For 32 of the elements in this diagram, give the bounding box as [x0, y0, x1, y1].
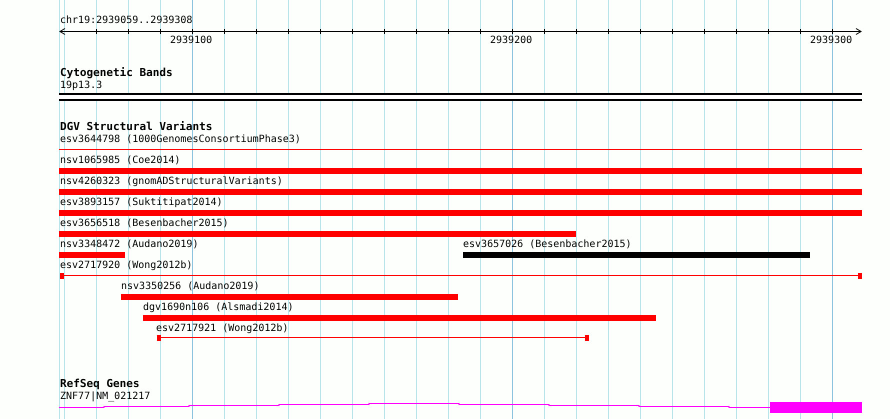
- feature-label: esv3656518 (Besenbacher2015): [60, 218, 230, 229]
- feature-label: dgv1690n106 (Alsmadi2014): [143, 302, 295, 313]
- tick-label: 2939100: [170, 35, 212, 46]
- track-title: DGV Structural Variants: [60, 121, 212, 132]
- feature-label: esv2717921 (Wong2012b): [156, 323, 290, 334]
- feature-label: ZNF77|NM_021217: [60, 391, 152, 402]
- feature-track-row: [121, 281, 458, 300]
- tick-label: 2939200: [490, 35, 532, 46]
- feature-label: esv2717920 (Wong2012b): [60, 260, 194, 271]
- feature-track-row: [59, 134, 862, 150]
- feature-label: esv3657026 (Besenbacher2015): [463, 239, 633, 250]
- feature-track-row: [59, 197, 862, 216]
- feature-track-row: [156, 323, 589, 341]
- feature-label: nsv3348472 (Audano2019): [60, 239, 198, 250]
- feature-track-row: [59, 80, 862, 101]
- tick-label: 2939300: [810, 35, 852, 46]
- feature-label: esv3893157 (Suktitipat2014): [60, 197, 224, 208]
- feature-track-row: [463, 239, 810, 258]
- feature-track-row: [59, 391, 862, 413]
- feature-track-row: [59, 239, 198, 258]
- feature-track-row: [60, 260, 862, 279]
- feature-label: esv3644798 (1000GenomesConsortiumPhase3): [60, 134, 302, 145]
- track-title: Cytogenetic Bands: [60, 67, 173, 78]
- feature-track-row: [59, 218, 576, 237]
- feature-label: nsv4260323 (gnomADStructuralVariants): [60, 176, 284, 187]
- feature-track-row: [59, 155, 862, 174]
- feature-label: 19p13.3: [60, 80, 104, 91]
- feature-label: nsv3350256 (Audano2019): [121, 281, 260, 292]
- feature-track-row: [59, 176, 862, 195]
- feature-label: nsv1065985 (Coe2014): [60, 155, 182, 166]
- feature-track-row: [143, 302, 656, 321]
- coordinate-range: chr19:2939059..2939308: [60, 15, 192, 26]
